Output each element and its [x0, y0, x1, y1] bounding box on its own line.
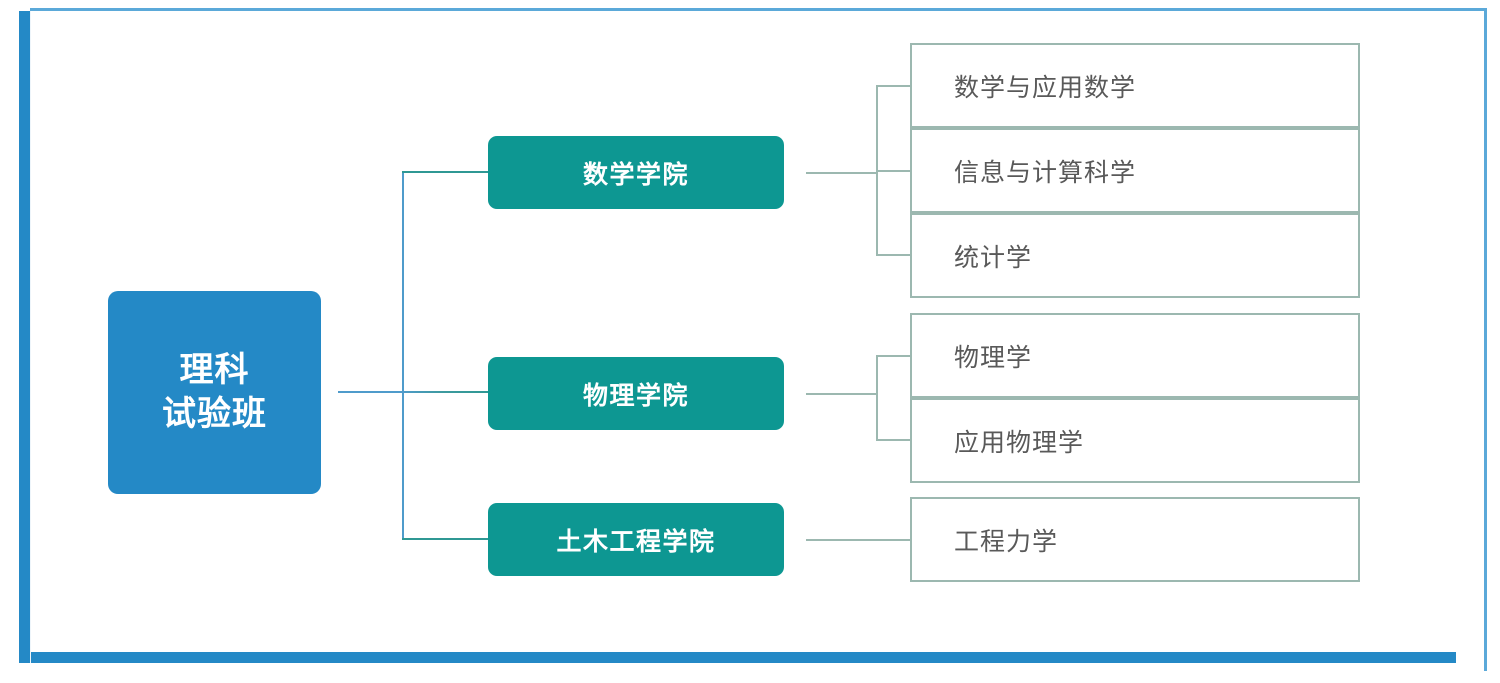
connector-math-branch-2: [876, 170, 912, 172]
major-node[interactable]: 统计学: [910, 213, 1360, 298]
connector-math-stem: [806, 172, 878, 174]
major-label: 数学与应用数学: [954, 73, 1137, 102]
frame-bottom-bar: [19, 652, 1456, 663]
connector-physics-branch-2: [876, 439, 912, 441]
root-node-label: 理科 试验班: [162, 350, 267, 433]
connector-root-stem: [338, 391, 488, 393]
major-node[interactable]: 数学与应用数学: [910, 43, 1360, 128]
frame-top-border: [30, 8, 1487, 11]
major-label: 工程力学: [954, 527, 1059, 556]
department-label-physics: 物理学院: [582, 381, 689, 410]
major-node[interactable]: 信息与计算科学: [910, 128, 1360, 213]
major-node[interactable]: 物理学: [910, 313, 1360, 398]
connector-civil-stem: [806, 539, 912, 541]
major-label: 物理学: [954, 343, 1033, 372]
connector-branch-civil: [402, 538, 488, 540]
connector-branch-math: [402, 171, 488, 173]
major-node[interactable]: 工程力学: [910, 497, 1360, 582]
major-label: 统计学: [954, 243, 1033, 272]
root-node[interactable]: 理科 试验班: [108, 291, 321, 494]
department-node-civil[interactable]: 土木工程学院: [488, 503, 784, 576]
connector-physics-vertical: [876, 355, 878, 441]
major-node[interactable]: 应用物理学: [910, 398, 1360, 483]
department-node-math[interactable]: 数学学院: [488, 136, 784, 209]
major-label: 应用物理学: [954, 428, 1085, 457]
department-label-math: 数学学院: [582, 160, 689, 189]
connector-math-branch-3: [876, 254, 912, 256]
frame-left-bar: [19, 11, 30, 663]
frame-inner-hairline: [30, 11, 31, 663]
connector-physics-branch-1: [876, 355, 912, 357]
major-label: 信息与计算科学: [954, 158, 1137, 187]
department-node-physics[interactable]: 物理学院: [488, 357, 784, 430]
connector-physics-stem: [806, 393, 878, 395]
connector-vertical-trunk: [402, 171, 404, 539]
department-label-civil: 土木工程学院: [556, 527, 716, 556]
connector-math-branch-1: [876, 85, 912, 87]
frame-right-border: [1484, 8, 1487, 671]
